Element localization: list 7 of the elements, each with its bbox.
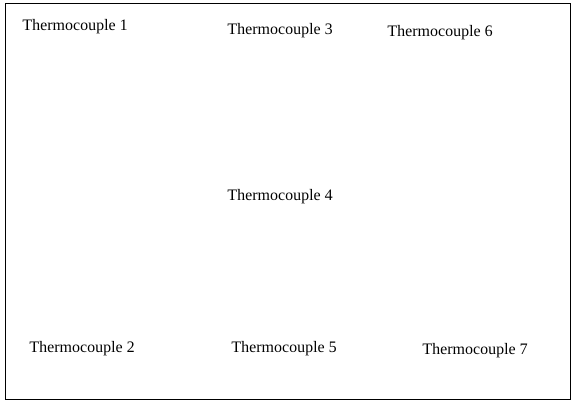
sensor-label: Thermocouple 6 [386, 22, 494, 42]
sensor-label: Thermocouple 3 [226, 20, 334, 40]
sensor-label: Thermocouple 5 [230, 338, 338, 358]
sensor-label: Thermocouple 7 [421, 340, 529, 360]
sensor-label: Thermocouple 1 [21, 16, 129, 36]
sensor-label: Thermocouple 2 [28, 338, 136, 358]
sensor-label: Thermocouple 4 [226, 186, 334, 206]
